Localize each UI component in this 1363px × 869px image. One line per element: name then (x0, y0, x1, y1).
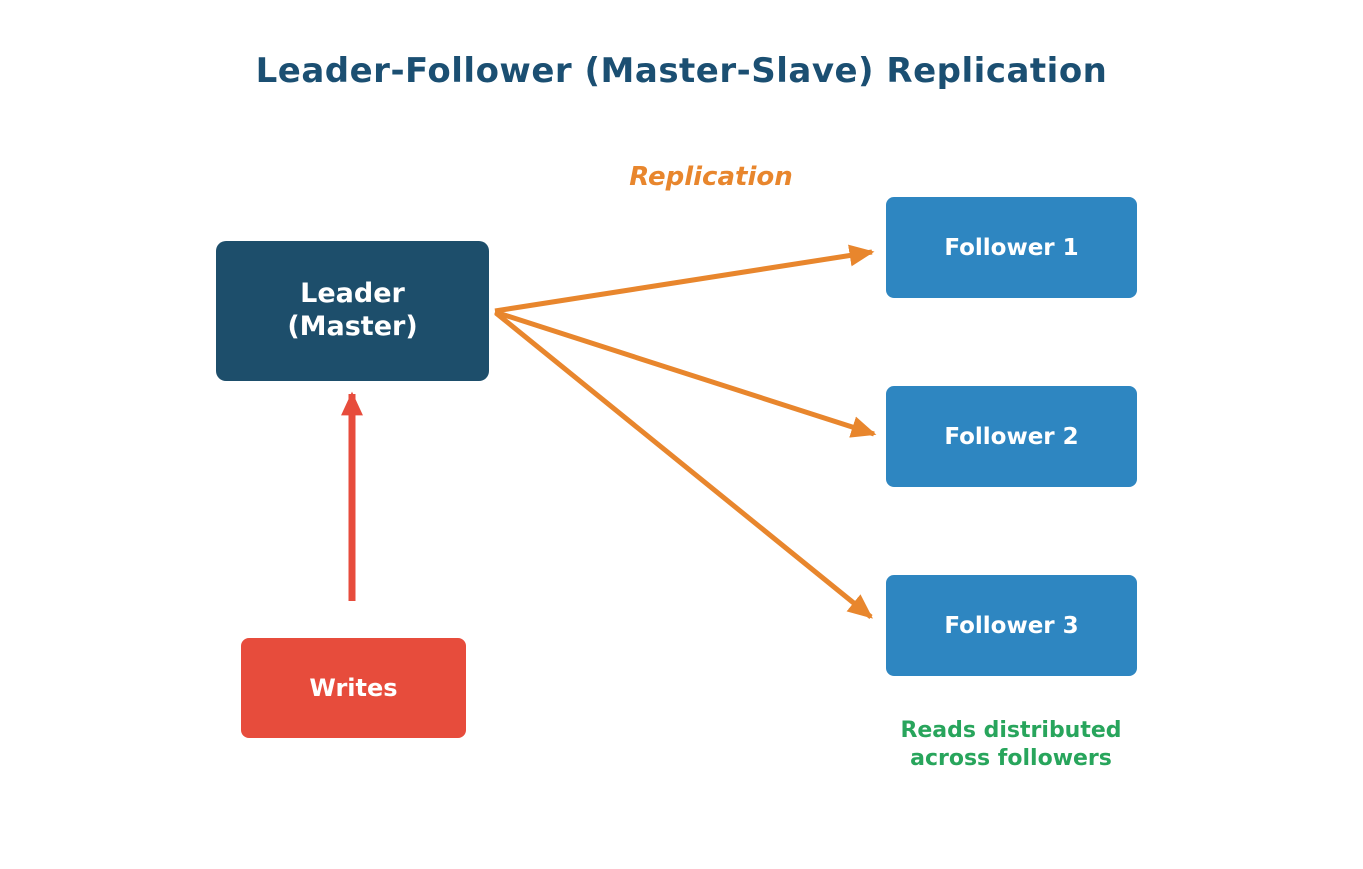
replication-arrow-follower2 (494, 309, 877, 438)
writes-node: Writes (241, 638, 466, 738)
follower-3-node: Follower 3 (886, 575, 1137, 676)
reads-label: Reads distributed across followers (900, 718, 1122, 771)
replication-arrow-follower3 (494, 311, 873, 619)
follower-2-node: Follower 2 (886, 386, 1137, 487)
replication-label: Replication (629, 162, 793, 192)
page-title: Leader-Follower (Master-Slave) Replicati… (255, 51, 1108, 91)
leader-node: Leader (Master) (216, 241, 489, 381)
follower-1-node: Follower 1 (886, 197, 1137, 298)
replication-arrow-follower1 (494, 244, 875, 314)
